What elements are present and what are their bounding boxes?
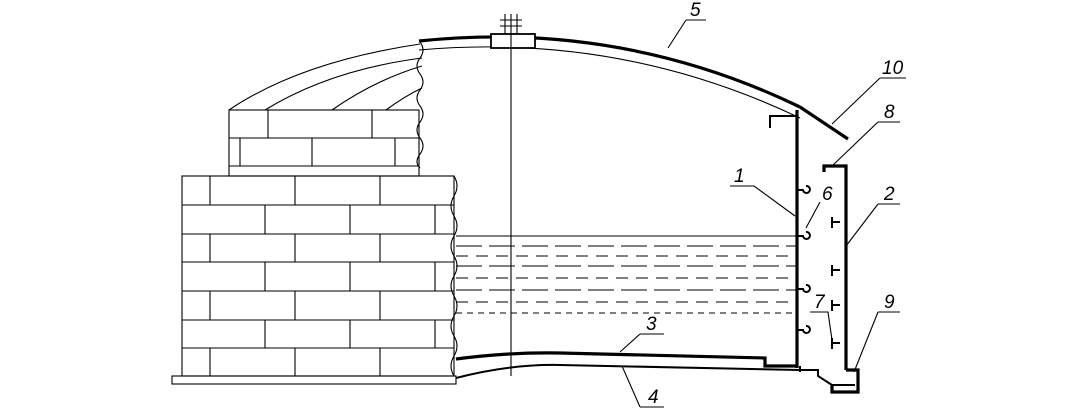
callout-10: 10: [882, 58, 904, 79]
callout-6: 6: [822, 184, 833, 205]
inner-bottom: [455, 351, 797, 368]
section-break-lower: [450, 175, 458, 377]
roof-overhang: [799, 105, 849, 141]
callout-1: 1: [734, 166, 745, 187]
foundation-plinth: [171, 375, 457, 385]
callout-3: 3: [646, 314, 657, 335]
roof-vent: [490, 14, 536, 49]
outer-wall: [822, 164, 848, 370]
base-ring: [830, 368, 860, 394]
outer-bottom: [455, 363, 855, 386]
roof-inner-shell: [418, 46, 801, 119]
roof-ribs: [228, 43, 423, 111]
spacer-ribs: [831, 217, 840, 349]
callout-2: 2: [883, 184, 895, 205]
leader-lines: [619, 19, 906, 408]
roof-outer-shell: [418, 35, 801, 109]
wall-anchors: [797, 185, 811, 334]
brick-insulation-upper: [228, 109, 420, 177]
callout-4: 4: [648, 387, 659, 408]
liquid-level: [456, 235, 797, 314]
callout-9: 9: [884, 292, 895, 313]
brick-insulation-lower: [181, 175, 455, 377]
callout-7: 7: [814, 292, 826, 313]
section-break-upper: [416, 41, 424, 169]
callout-5: 5: [690, 0, 701, 21]
callout-8: 8: [884, 102, 895, 123]
roof-bracket: [769, 115, 797, 128]
